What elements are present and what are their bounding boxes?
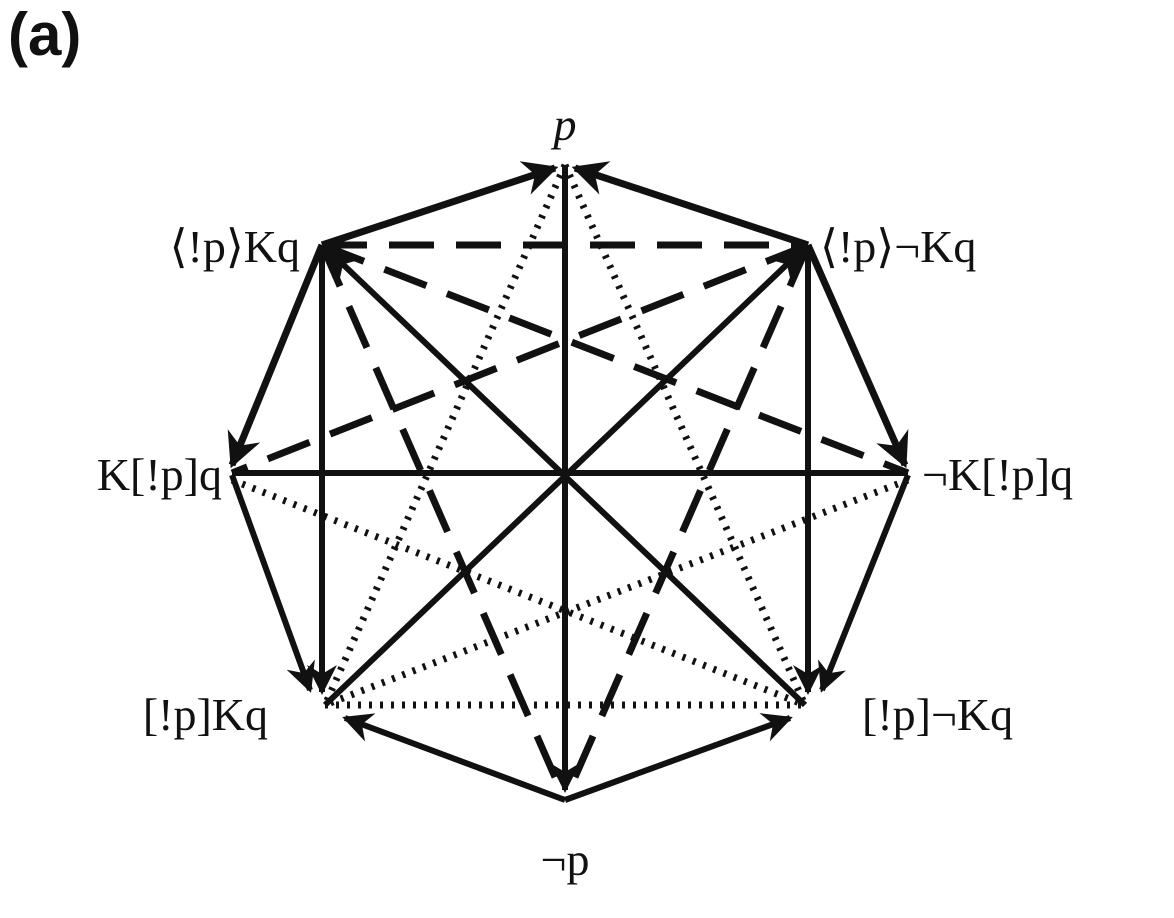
node-necessary-announcement-not-knows: [!p]¬Kq: [862, 689, 1013, 740]
edge-dotted: [230, 476, 807, 709]
edge-solid: [322, 249, 803, 708]
edge-solid: [342, 713, 567, 803]
panel-label: (a): [8, 1, 82, 68]
edge-solid: [818, 473, 911, 693]
edge-dashed: [230, 241, 810, 477]
edge-dashed: [561, 243, 812, 802]
node-knows-after-announcement: K[!p]q: [97, 449, 222, 500]
node-not-knows-after-announcement: ¬K[!p]q: [922, 449, 1073, 500]
edge-solid: [320, 161, 559, 249]
edge-solid: [563, 713, 793, 803]
edge-dashed: [320, 241, 910, 477]
edge-solid: [327, 249, 808, 708]
edge-solid: [804, 243, 909, 469]
node-possible-announcement-not-knows: ⟨!p⟩¬Kq: [820, 221, 976, 272]
edge-solid: [229, 473, 315, 693]
edge-dotted: [323, 476, 910, 709]
node-not-p: ¬p: [541, 834, 590, 885]
edge-solid: [571, 161, 810, 249]
node-possible-announcement-knows: ⟨!p⟩Kq: [170, 221, 300, 272]
node-p: p: [551, 99, 577, 150]
edge-solid: [227, 243, 326, 469]
node-necessary-announcement-knows: [!p]Kq: [143, 689, 268, 740]
